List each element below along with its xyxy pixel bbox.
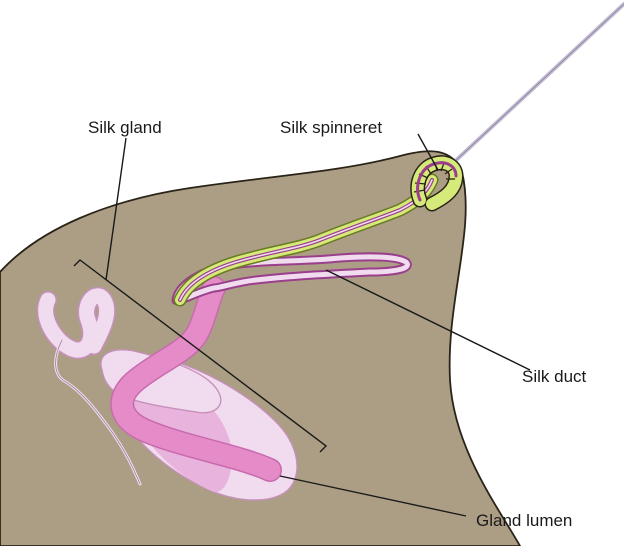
silk-thread-core bbox=[451, 3, 624, 165]
gland-duct-thick-fill bbox=[111, 277, 281, 481]
silk-gland-bracket bbox=[73, 259, 328, 453]
duct-inner-lumen bbox=[179, 179, 433, 301]
silk-duct-label: Silk duct bbox=[522, 367, 587, 386]
gland-lumen-leader bbox=[279, 475, 467, 517]
abdomen bbox=[0, 150, 522, 546]
silk-duct-leader bbox=[325, 269, 531, 371]
gland-lumen-label: Gland lumen bbox=[476, 511, 572, 530]
silk-spinneret-leader bbox=[417, 133, 439, 171]
gland-tail-outline bbox=[55, 339, 141, 485]
silk-gland-label: Silk gland bbox=[88, 118, 162, 137]
silk-spinneret-label: Silk spinneret bbox=[280, 118, 382, 137]
gland-coil-fill bbox=[38, 288, 115, 358]
silk-gland-leader bbox=[105, 137, 127, 281]
